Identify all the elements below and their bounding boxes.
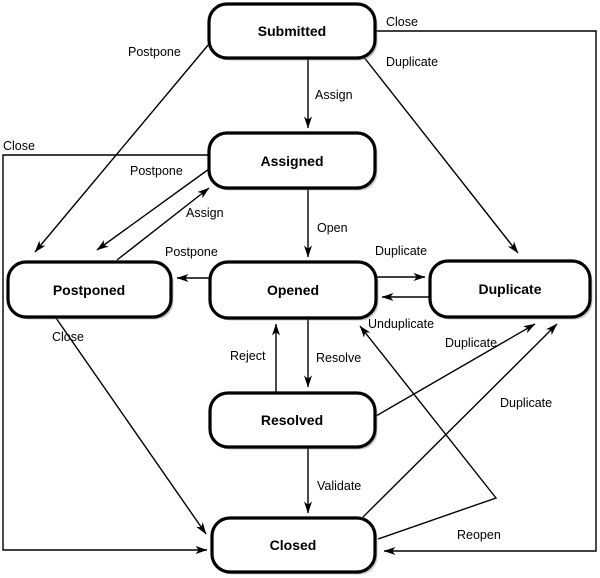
edge-label-reject: Reject	[230, 349, 266, 363]
edge-postponed-assigned: Assign	[116, 187, 224, 261]
edge-line-resolved-duplicate	[375, 323, 536, 417]
edge-opened-postponed: Postpone	[165, 245, 218, 282]
state-node-duplicate: Duplicate	[428, 259, 593, 320]
edge-label-duplicate-from-closed: Duplicate	[500, 396, 552, 410]
edge-assigned-closed: Close	[2, 139, 209, 554]
edge-line-postponed-assigned	[116, 187, 210, 261]
edge-label-unduplicate: Unduplicate	[368, 317, 434, 331]
edge-label-assign-mid: Assign	[186, 206, 224, 220]
edge-closed-duplicate: Duplicate	[362, 323, 558, 518]
state-box-postponed	[6, 260, 173, 319]
edge-label-resolve: Resolve	[316, 351, 361, 365]
state-label-closed: Closed	[270, 537, 317, 553]
state-box-opened	[208, 260, 378, 320]
edge-line-postponed-closed	[55, 317, 207, 535]
edge-label-reopen: Reopen	[457, 528, 501, 542]
state-label-opened: Opened	[267, 282, 319, 298]
edge-label-duplicate-top: Duplicate	[386, 55, 438, 69]
state-label-postponed: Postponed	[53, 282, 125, 298]
edge-submitted-duplicate: Duplicate	[362, 55, 519, 254]
state-box-assigned	[207, 131, 377, 190]
state-box-resolved	[208, 391, 377, 449]
state-label-assigned: Assigned	[260, 153, 323, 169]
state-node-opened: Opened	[208, 260, 379, 321]
edge-label-assign: Assign	[315, 88, 353, 102]
edge-label-postpone-mid: Postpone	[130, 164, 183, 178]
edge-duplicate-opened: Unduplicate	[368, 293, 434, 331]
edge-label-postpone-row: Postpone	[165, 245, 218, 259]
state-node-assigned: Assigned	[207, 131, 378, 191]
edge-line-submitted-closed	[375, 30, 597, 555]
edge-postponed-closed: Close	[52, 317, 207, 535]
state-node-closed: Closed	[210, 516, 378, 575]
edge-line-submitted-duplicate	[362, 55, 519, 254]
edge-line-assigned-closed	[2, 154, 209, 554]
edge-resolved-closed: Validate	[304, 447, 361, 514]
edge-resolved-duplicate: Duplicate	[375, 323, 536, 417]
edge-label-validate: Validate	[317, 479, 361, 493]
edge-opened-duplicate: Duplicate	[375, 244, 427, 281]
edge-label-duplicate-row: Duplicate	[375, 244, 427, 258]
edge-assigned-postponed: Postpone	[96, 164, 210, 251]
edge-line-assigned-postponed	[96, 168, 210, 251]
edge-label-duplicate-from-resolved: Duplicate	[445, 336, 497, 350]
state-box-closed	[210, 516, 377, 574]
state-node-submitted: Submitted	[207, 2, 378, 61]
state-node-postponed: Postponed	[6, 260, 174, 320]
edge-label-postpone-top: Postpone	[128, 45, 181, 59]
edge-submitted-assigned: Assign	[304, 58, 353, 129]
state-node-resolved: Resolved	[208, 391, 378, 450]
edge-opened-resolved: Resolve	[304, 318, 361, 388]
state-label-duplicate: Duplicate	[478, 281, 541, 297]
edge-resolved-opened: Reject	[230, 323, 280, 393]
edge-line-closed-duplicate	[362, 323, 558, 518]
edge-label-close-top-left: Close	[3, 139, 35, 153]
state-box-submitted	[207, 2, 377, 60]
edge-label-open: Open	[317, 221, 348, 235]
state-box-duplicate	[428, 259, 592, 319]
edge-label-close-left: Close	[52, 330, 84, 344]
edge-line-closed-opened	[359, 325, 498, 540]
edge-submitted-postponed: Postpone	[34, 43, 210, 253]
edge-line-submitted-postponed	[34, 43, 210, 253]
edge-label-close-top-right: Close	[386, 15, 418, 29]
edge-submitted-closed: Close	[375, 15, 597, 555]
state-label-submitted: Submitted	[258, 23, 326, 39]
edge-assigned-opened: Open	[304, 189, 348, 258]
state-label-resolved: Resolved	[261, 412, 323, 428]
edge-closed-opened: Reopen	[359, 325, 501, 542]
